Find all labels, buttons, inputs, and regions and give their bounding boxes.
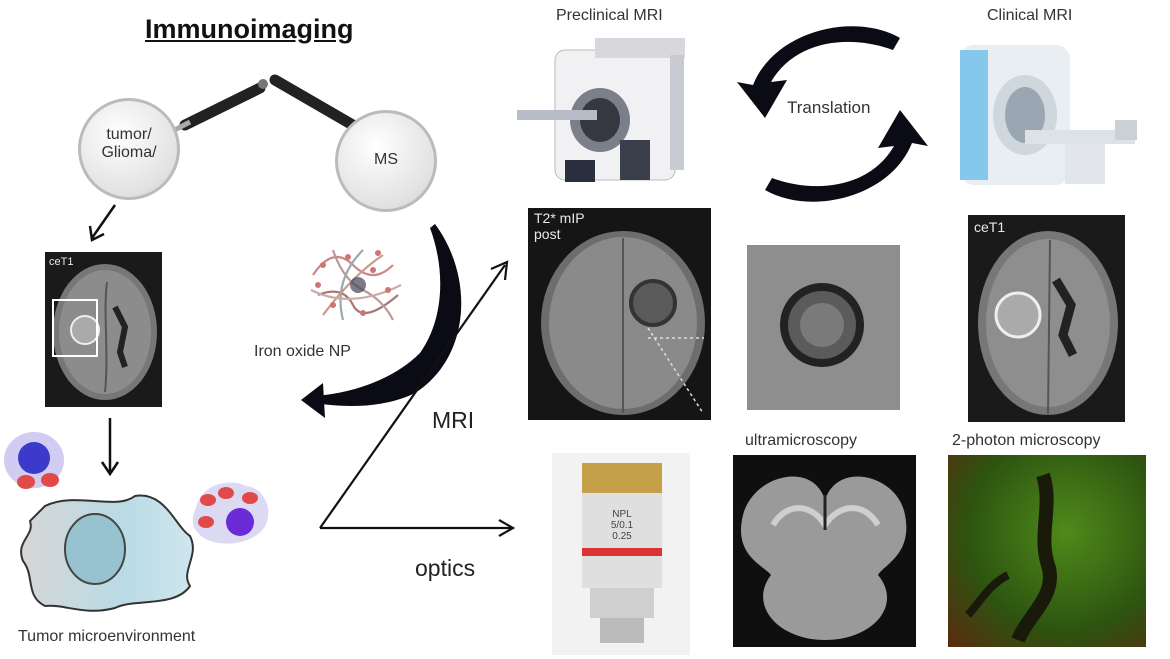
tumor-glioma-node: tumor/ Glioma/ xyxy=(78,98,180,200)
t2-mip-post-scan: T2* mIP post xyxy=(528,208,711,420)
curved-delivery-arrow xyxy=(301,224,462,418)
microscope-objective-image: NPL 5/0.1 0.25 xyxy=(552,453,690,655)
ultramicroscopy-image xyxy=(733,455,916,647)
optics-label: optics xyxy=(415,555,476,581)
ms-node: MS xyxy=(335,110,437,212)
preclinical-mri-scanner-image xyxy=(517,38,685,182)
clinical-mri-scanner-image xyxy=(960,45,1137,185)
two-photon-label: 2-photon microscopy xyxy=(952,432,1101,449)
cet1-large-label: ceT1 xyxy=(974,219,1006,235)
mri-optics-branch-arrows xyxy=(319,260,516,537)
two-photon-image xyxy=(948,455,1146,647)
clinical-mri-label: Clinical MRI xyxy=(987,7,1073,24)
iron-oxide-np-label: Iron oxide NP xyxy=(254,343,351,360)
tumor-cell-icon xyxy=(20,494,194,612)
mri-label: MRI xyxy=(432,407,475,433)
scan-to-microenv-arrow xyxy=(100,418,120,477)
immune-cell-right-icon xyxy=(192,482,269,544)
translation-cycle-arrows xyxy=(737,26,928,202)
diagram-title: Immunoimaging xyxy=(145,14,354,44)
objective-engraving: NPL 5/0.1 0.25 xyxy=(610,509,634,542)
cet1-brain-scan-large: ceT1 xyxy=(968,215,1125,422)
tumor-to-scan-arrow xyxy=(88,204,117,242)
tumor-microenvironment-label: Tumor microenvironment xyxy=(18,628,196,645)
t2-mip-label: T2* mIP post xyxy=(534,210,585,242)
ultramicroscopy-label: ultramicroscopy xyxy=(745,432,858,449)
immune-cell-left-icon xyxy=(4,432,64,489)
tumor-glioma-label: tumor/ Glioma/ xyxy=(101,126,157,161)
translation-label: Translation xyxy=(787,98,871,117)
cet1-brain-scan-small: ceT1 xyxy=(45,252,162,407)
preclinical-mri-label: Preclinical MRI xyxy=(556,7,663,24)
cet1-small-label: ceT1 xyxy=(49,256,74,268)
ms-label: MS xyxy=(374,151,398,168)
zoomed-lesion-scan xyxy=(747,245,900,410)
iron-oxide-nanoparticle-icon xyxy=(310,249,402,321)
